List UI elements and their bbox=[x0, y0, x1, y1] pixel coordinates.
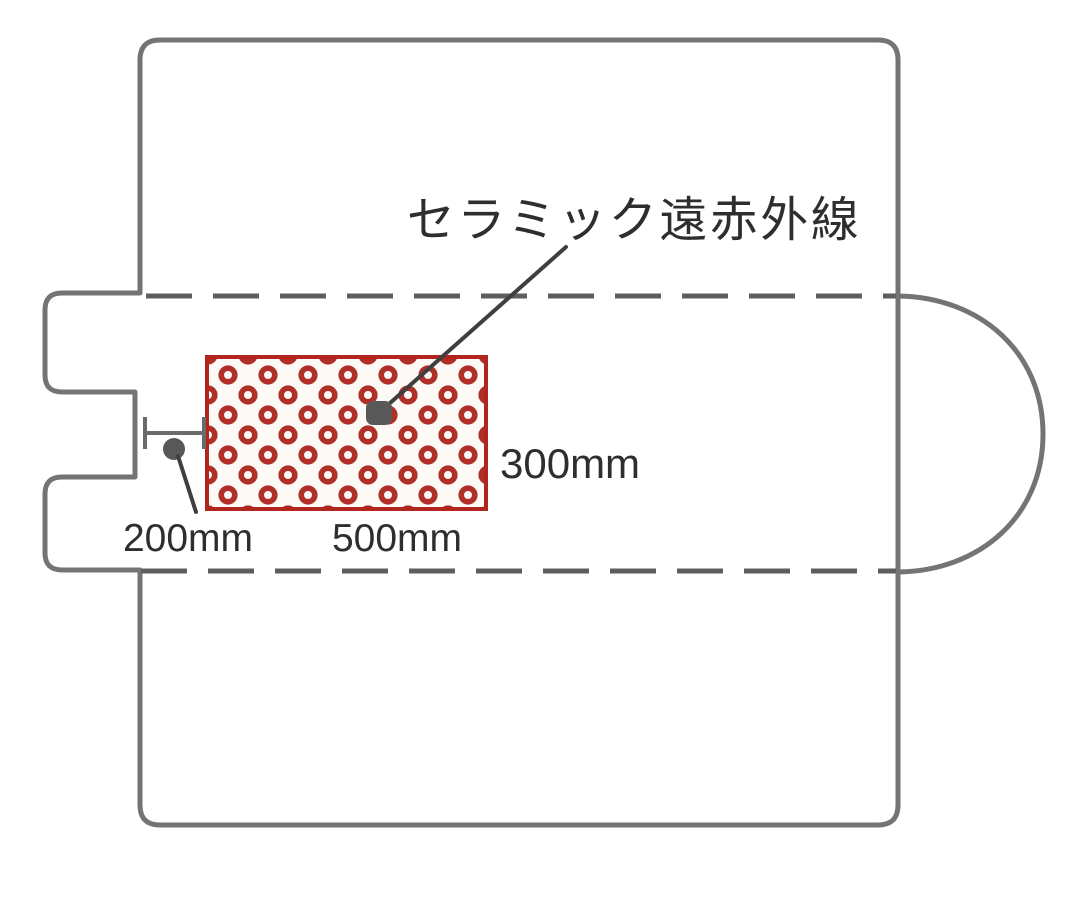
edge-offset-label: 200mm bbox=[123, 517, 253, 560]
title-leader-line bbox=[379, 245, 568, 413]
product-outline bbox=[42, 37, 901, 828]
heater-anchor-dot bbox=[366, 401, 392, 425]
right-flap-outline bbox=[895, 293, 1046, 575]
title-label: セラミック遠赤外線 bbox=[407, 194, 862, 247]
offset-leader-line bbox=[176, 454, 198, 514]
panel-width-label: 500mm bbox=[332, 517, 462, 560]
heater-panel bbox=[205, 355, 488, 511]
offset-measure bbox=[143, 417, 206, 449]
offset-anchor-dot bbox=[163, 438, 185, 460]
panel-height-label: 300mm bbox=[500, 440, 640, 487]
